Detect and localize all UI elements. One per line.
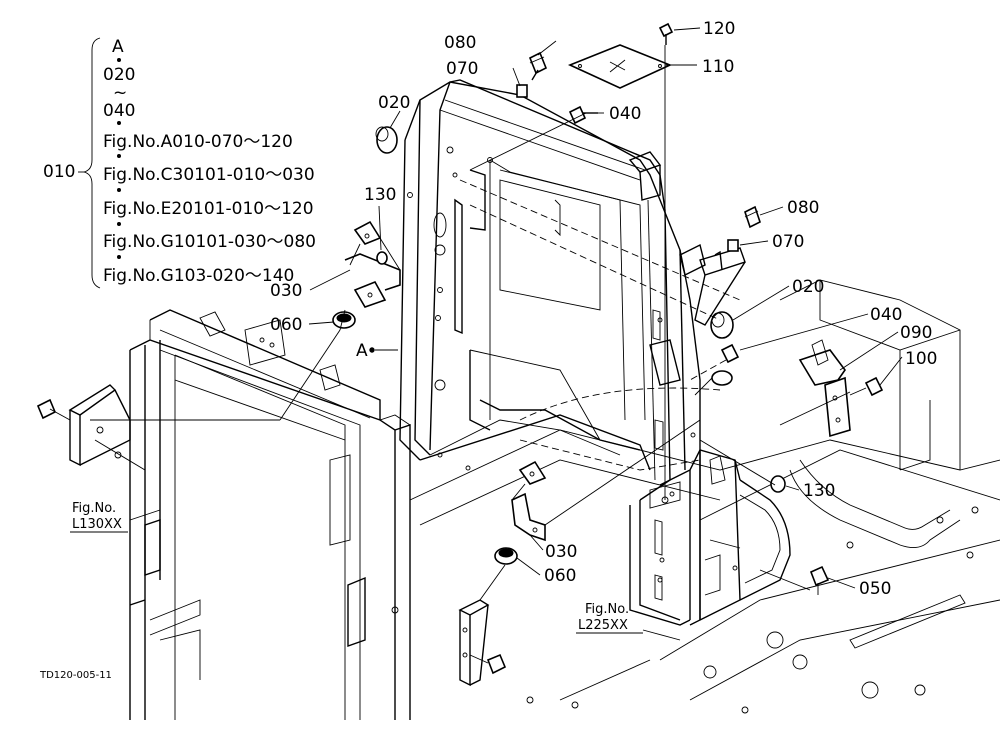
group-item-020: 020 (103, 65, 135, 85)
callout-070-top: 070 (446, 59, 478, 79)
bolt-130-left-icon (376, 251, 388, 265)
bracket-030-bottom (511, 460, 547, 542)
callout-a: A (356, 341, 368, 361)
callout-070-right: 070 (772, 232, 804, 252)
callout-040-right: 040 (870, 305, 902, 325)
bolt-040-top-icon (568, 105, 598, 125)
group-item-tilde: ~ (113, 83, 127, 103)
knob-icon (694, 370, 733, 396)
bolt-icon (36, 398, 71, 421)
figure-ref-right: Fig.No. L225XX (576, 602, 643, 634)
callout-080-top: 080 (444, 33, 476, 53)
callout-090: 090 (900, 323, 932, 343)
cover-plate (567, 44, 673, 89)
main-panel (399, 79, 701, 626)
callout-a-dot-icon (369, 347, 375, 353)
group-item-fig-e20101: Fig.No.E20101-010～120 (103, 199, 314, 219)
spacer-060-left-icon (332, 311, 356, 329)
callout-060-bottom: 060 (544, 566, 576, 586)
callout-030-left: 030 (270, 281, 302, 301)
spacer-060-bottom-icon (494, 547, 518, 565)
left-bracket-assembly (36, 384, 146, 471)
floor-plate (409, 279, 1000, 714)
callout-120: 120 (703, 19, 735, 39)
callout-labels: 080 070 020 040 120 110 130 030 060 A 08… (270, 19, 937, 599)
group-item-fig-g103: Fig.No.G103-020～140 (103, 266, 294, 286)
callout-130-right: 130 (803, 481, 835, 501)
figure-ref-left: Fig.No. L130XX (70, 501, 128, 533)
lower-left-bracket (458, 599, 507, 687)
fig-ref-left-line2: L130XX (72, 517, 122, 532)
bolt-icon (469, 653, 507, 675)
callout-060-left: 060 (270, 315, 302, 335)
callout-030-bottom: 030 (545, 542, 577, 562)
bracket-090 (798, 339, 851, 438)
bolt-080-top-icon (528, 51, 548, 81)
callout-020-left: 020 (378, 93, 410, 113)
sleeve-070-right-icon (727, 239, 739, 252)
screw-120-icon (658, 22, 674, 45)
leader-lines (90, 27, 903, 641)
group-item-fig-a010: Fig.No.A010-070～120 (103, 132, 293, 152)
bolt-080-right-icon (744, 205, 761, 229)
group-main-label: 010 (43, 162, 75, 182)
top-bracket (628, 151, 706, 277)
sleeve-070-top-icon (516, 84, 528, 98)
group-item-a: A (112, 37, 124, 57)
callout-110: 110 (702, 57, 734, 77)
group-bracket: 010 A 020 ~ 040 Fig.No.A010-070～120 Fig.… (43, 37, 316, 289)
bushing-020-left-icon (375, 126, 398, 154)
callout-130-left: 130 (364, 185, 396, 205)
fig-ref-left-line1: Fig.No. (72, 501, 116, 516)
bushing-020-right-icon (710, 311, 734, 339)
bolt-100-icon (849, 376, 884, 397)
drawing-code: TD120-005-11 (39, 670, 112, 681)
radiator-frame (129, 309, 411, 720)
callout-100: 100 (905, 349, 937, 369)
callout-020-right: 020 (792, 277, 824, 297)
fig-ref-right-line1: Fig.No. (585, 602, 629, 617)
group-item-fig-c30101: Fig.No.C30101-010～030 (103, 165, 315, 185)
plug-130-right-icon (770, 475, 786, 493)
group-item-fig-g10101: Fig.No.G10101-030～080 (103, 232, 316, 252)
bolt-040-right-icon (720, 343, 740, 364)
group-item-040: 040 (103, 101, 135, 121)
bolt-050-icon (809, 565, 830, 595)
callout-040-top: 040 (609, 104, 641, 124)
bracket-030-left (344, 220, 401, 308)
callout-050: 050 (859, 579, 891, 599)
callout-080-right: 080 (787, 198, 819, 218)
fig-ref-right-line2: L225XX (578, 618, 628, 633)
